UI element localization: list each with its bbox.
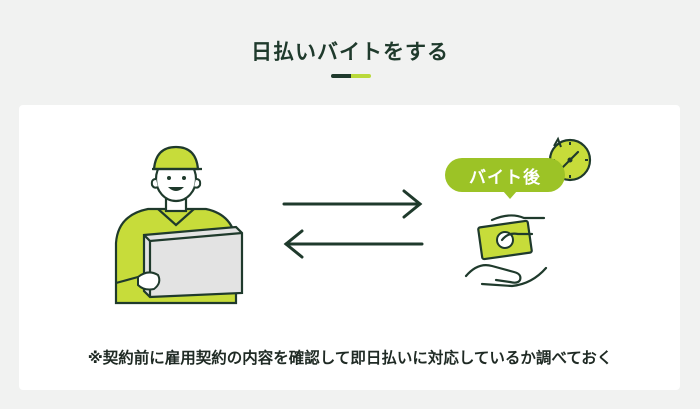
exchange-arrows: [282, 189, 424, 259]
arrow-left-icon: [283, 229, 424, 259]
delivery-worker-icon: [114, 145, 244, 305]
underline-light: [351, 74, 371, 78]
arrow-right-icon: [282, 189, 423, 219]
bubble-tail: [503, 191, 517, 199]
underline-dark: [331, 74, 351, 78]
footnote: ※契約前に雇用契約の内容を確認して即日払いに対応しているか調べておく: [87, 349, 613, 367]
page-title: 日払いバイトをする: [251, 40, 449, 64]
title-underline: [331, 74, 371, 78]
after-work-bubble: バイト後: [445, 158, 565, 192]
money-hand-icon: [464, 214, 548, 288]
